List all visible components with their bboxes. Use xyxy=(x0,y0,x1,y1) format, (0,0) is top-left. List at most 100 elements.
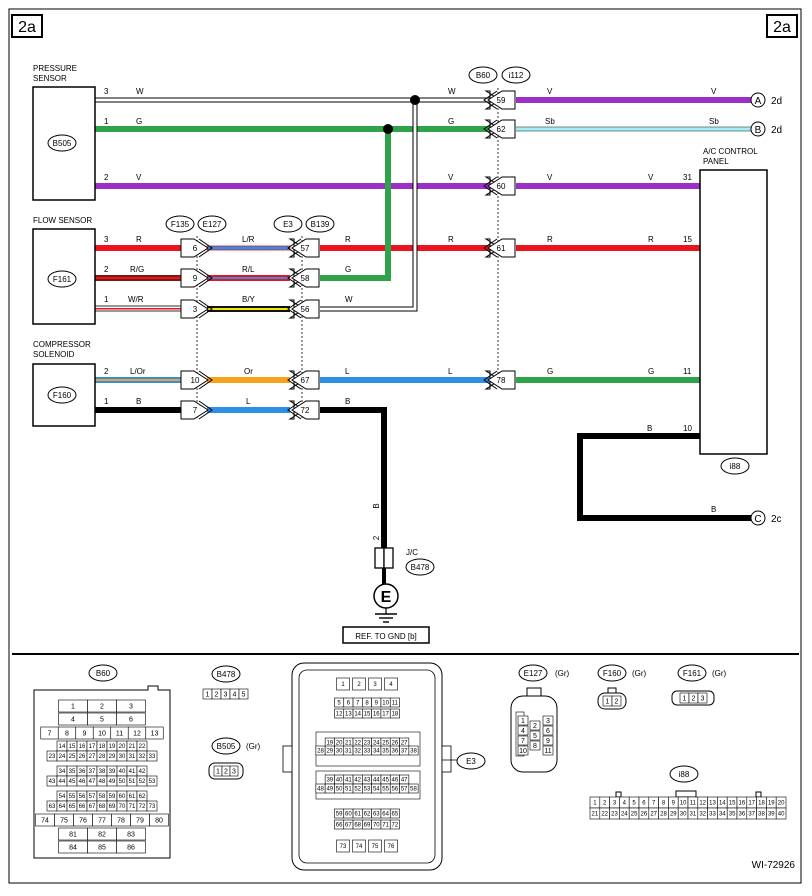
i88-pin-1: 1 xyxy=(593,801,597,807)
ground-assembly: B 2 J/C B478 E REF. TO GND [b] xyxy=(342,503,435,644)
conn-f-r7-pin: 10 xyxy=(191,376,200,385)
label-r5-color-left: R/G xyxy=(130,265,144,274)
e127-pin-11: 11 xyxy=(544,748,551,755)
compressor-solenoid-label-2: SOLENOID xyxy=(33,350,75,359)
b478-pin-3: 3 xyxy=(224,691,228,698)
e3-pin-41: 41 xyxy=(345,778,352,784)
label-r8-color-left: B xyxy=(136,397,141,406)
label-r5-pin: 2 xyxy=(104,265,109,274)
b60-pin-34: 34 xyxy=(59,769,66,775)
ground-wire-color: B xyxy=(372,503,381,508)
i88-pin-18: 18 xyxy=(758,801,765,807)
b60-pin-42: 42 xyxy=(139,769,146,775)
tag-b139: B139 xyxy=(305,215,335,233)
view-f161-color: (Gr) xyxy=(712,669,727,678)
b60-pin-53-box xyxy=(146,775,158,787)
view-e3-label: E3 xyxy=(466,757,476,766)
conn-b60-r7: 78 xyxy=(483,370,516,390)
b505-pin-3: 3 xyxy=(232,768,236,775)
f161-pin-1: 1 xyxy=(683,695,687,702)
e3-pin-58: 58 xyxy=(410,787,417,793)
b60-pin-52: 52 xyxy=(139,779,146,785)
tag-e3: E3 xyxy=(273,215,303,233)
e3-pin-7: 7 xyxy=(356,701,360,707)
e3-pin-65: 65 xyxy=(392,812,399,818)
b60-pin-23: 23 xyxy=(49,754,56,760)
e3-pin-28: 28 xyxy=(317,749,324,755)
i88-pin-24: 24 xyxy=(621,812,628,818)
tag-i112: i112 xyxy=(501,66,531,84)
b60-pin-18: 18 xyxy=(99,744,106,750)
e3-pin-57: 57 xyxy=(401,787,408,793)
label-r7-color-fe: Or xyxy=(244,367,253,376)
flow-sensor-label: FLOW SENSOR xyxy=(33,216,92,225)
b60-pin-63: 63 xyxy=(49,804,56,810)
b60-pin-30: 30 xyxy=(119,754,126,760)
page-tag-right: 2a xyxy=(766,14,798,38)
b60-pin-80-box xyxy=(149,813,169,827)
b60-pin-77: 77 xyxy=(98,817,106,824)
page-tag-left-text: 2a xyxy=(18,19,36,36)
e127-pin-8: 8 xyxy=(533,743,537,750)
e3-pin-10: 10 xyxy=(382,701,389,707)
ref-to-gnd-box xyxy=(342,626,430,644)
e3-pin-56: 56 xyxy=(392,787,399,793)
reference-b-letter: B xyxy=(755,125,762,136)
reference-b-page: 2d xyxy=(771,125,782,136)
e3-pin-32: 32 xyxy=(354,749,361,755)
page-tag-right-text: 2a xyxy=(773,19,791,36)
i88-pin-37: 37 xyxy=(748,812,755,818)
tag-e127-text: E127 xyxy=(203,220,222,229)
e3-pin-75: 75 xyxy=(372,844,379,850)
b60-pin-19: 19 xyxy=(109,744,116,750)
b60-pin-2: 2 xyxy=(100,703,104,710)
b60-pin-31: 31 xyxy=(129,754,136,760)
tag-f135: F135 xyxy=(165,215,195,233)
ac-control-panel-label-2: PANEL xyxy=(703,157,729,166)
b505-pin-2: 2 xyxy=(224,768,228,775)
e127-pin-7-box xyxy=(517,735,529,746)
b60-pin-35: 35 xyxy=(69,769,76,775)
reference-c-page: 2c xyxy=(771,514,782,525)
e3-pin-1-box xyxy=(336,677,350,691)
e3-pin-66: 66 xyxy=(336,823,343,829)
label-r4-color-right1: R xyxy=(547,235,553,244)
label-r4-color-right2: R xyxy=(648,235,654,244)
conn-f-r8: 7 xyxy=(180,400,213,420)
e3-pin-3-box xyxy=(368,677,382,691)
e3-pin-15: 15 xyxy=(364,712,371,718)
e127-pin-2: 2 xyxy=(533,723,537,730)
e3-pin-13: 13 xyxy=(345,712,352,718)
b60-pin-73-box xyxy=(146,800,158,812)
b60-pin-27: 27 xyxy=(89,754,96,760)
b60-pin-56: 56 xyxy=(79,794,86,800)
e127-pin-5: 5 xyxy=(533,733,537,740)
e3-pin-27: 27 xyxy=(401,741,408,747)
b60-pin-53: 53 xyxy=(149,779,156,785)
i88-pin-3: 3 xyxy=(613,801,617,807)
jc-connector-right xyxy=(383,547,394,569)
e3-pin-18: 18 xyxy=(392,712,399,718)
b478-pin-2: 2 xyxy=(215,691,219,698)
b60-pin-62: 62 xyxy=(139,794,146,800)
e3-pin-61: 61 xyxy=(354,812,361,818)
e3-pin-72-box xyxy=(389,819,400,830)
flow-sensor: FLOW SENSOR F161 xyxy=(32,216,96,325)
label-r3-pin-panel: 31 xyxy=(683,173,692,182)
b60-pin-66: 66 xyxy=(79,804,86,810)
e3-pin-23: 23 xyxy=(364,741,371,747)
label-panel-ground-pin: 10 xyxy=(683,424,692,433)
i88-pin-32: 32 xyxy=(699,812,706,818)
e127-pin-4: 4 xyxy=(521,728,525,735)
b60-pin-29: 29 xyxy=(109,754,116,760)
label-r1-color-left: W xyxy=(136,87,144,96)
conn-e-r7-pin: 67 xyxy=(301,376,310,385)
label-r2-color-right1: Sb xyxy=(545,117,555,126)
